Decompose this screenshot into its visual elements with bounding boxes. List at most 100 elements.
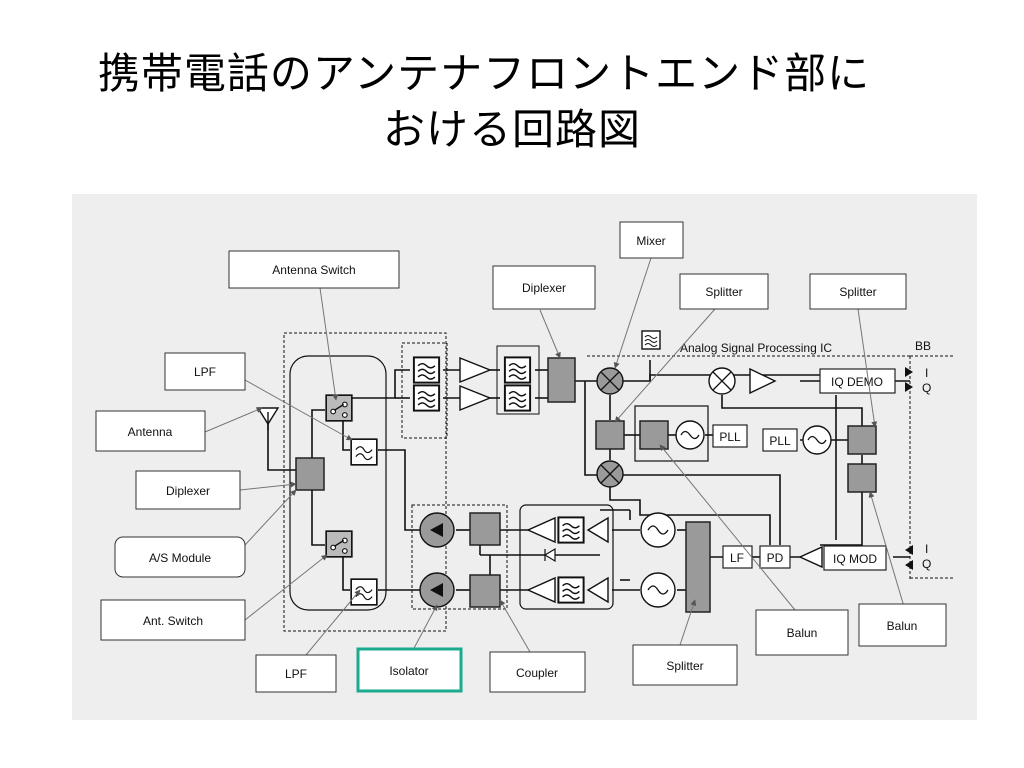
lpf-symbol-bottom bbox=[350, 578, 378, 606]
callout-balun-mid: Balun bbox=[787, 626, 818, 640]
bb-label: BB bbox=[915, 339, 931, 353]
callout-diplexer-top: Diplexer bbox=[522, 281, 566, 295]
callout-box-splitter-right bbox=[809, 273, 907, 310]
splitter-block-mid bbox=[595, 420, 625, 450]
callout-splitter-mid: Splitter bbox=[705, 285, 742, 299]
callout-box-balun-mid bbox=[755, 609, 849, 656]
callout-box-antenna-switch bbox=[228, 250, 400, 289]
callout-box-isolator bbox=[356, 647, 463, 693]
callout-box-balun-right bbox=[858, 603, 947, 647]
callout-box-diplexer-left bbox=[135, 470, 241, 510]
pll-block-right bbox=[762, 428, 798, 452]
front-end-module-frame bbox=[283, 332, 447, 632]
q-label-top: Q bbox=[922, 381, 931, 395]
splitter-block-right bbox=[847, 425, 877, 455]
oscillator-symbol-1 bbox=[640, 512, 676, 548]
antenna-symbol bbox=[256, 407, 280, 430]
callout-leaders bbox=[204, 257, 906, 656]
pa-module-frame bbox=[519, 504, 614, 610]
if-filter bbox=[641, 330, 661, 350]
mixer-symbol-demod bbox=[708, 367, 736, 395]
mixer-symbol-top bbox=[596, 367, 624, 395]
tx-filter-2 bbox=[557, 576, 585, 604]
iq-demo-block bbox=[819, 368, 896, 394]
isolator-symbol-bottom bbox=[419, 572, 455, 608]
pll-label-right: PLL bbox=[769, 434, 791, 448]
callout-box-diplexer-top bbox=[492, 265, 596, 310]
antenna-switch-symbol-bottom bbox=[325, 530, 353, 558]
antenna-switch-module-frame bbox=[289, 355, 387, 611]
tx-filter-1 bbox=[557, 516, 585, 544]
q-label-bottom: Q bbox=[922, 557, 931, 571]
lna-2 bbox=[459, 384, 492, 412]
callout-box-as-module bbox=[114, 536, 246, 578]
tx-if-amp bbox=[798, 545, 823, 569]
rx-filter-1 bbox=[412, 356, 441, 384]
coupler-block-top bbox=[469, 512, 501, 546]
page-title-line-2: おける回路図 bbox=[382, 105, 641, 154]
callout-coupler: Coupler bbox=[516, 666, 558, 680]
diplexer-block-top bbox=[547, 357, 576, 403]
callout-box-lpf-top bbox=[164, 352, 246, 391]
pll-group-frame bbox=[634, 405, 709, 462]
pll-block-left bbox=[712, 424, 748, 448]
callout-box-ant-switch bbox=[100, 599, 246, 641]
oscillator-symbol-2 bbox=[640, 572, 676, 608]
balun-block-right bbox=[847, 463, 877, 493]
oscillator-symbol-4 bbox=[802, 425, 832, 455]
lna-1 bbox=[459, 356, 492, 384]
baseband-arrows bbox=[905, 367, 913, 570]
driver-amp-1 bbox=[586, 516, 609, 544]
callout-box-lpf-bottom bbox=[255, 654, 337, 693]
ic-label: Analog Signal Processing IC bbox=[680, 341, 832, 355]
rx-filter-3 bbox=[503, 356, 532, 384]
if-amp bbox=[749, 367, 777, 395]
pa-amp-2 bbox=[526, 576, 556, 604]
callout-as-module: A/S Module bbox=[149, 551, 211, 565]
oscillator-symbol-3 bbox=[675, 420, 705, 450]
page-title-line-1: 携帯電話のアンテナフロントエンド部に bbox=[97, 49, 871, 98]
callout-box-mixer bbox=[619, 221, 684, 259]
rx-filter-frame-2 bbox=[496, 345, 540, 415]
detector-diode bbox=[543, 547, 556, 563]
callout-balun-right: Balun bbox=[887, 619, 918, 633]
pa-amp-1 bbox=[526, 516, 556, 544]
callout-lpf-bottom: LPF bbox=[285, 667, 307, 681]
diplexer-block-left bbox=[295, 457, 325, 491]
i-label-bottom: I bbox=[925, 542, 928, 556]
callout-antenna-switch: Antenna Switch bbox=[272, 263, 355, 277]
coupler-block-bottom bbox=[469, 574, 501, 608]
rx-filter-frame bbox=[401, 342, 448, 439]
wiring bbox=[267, 360, 910, 591]
callout-box-antenna bbox=[95, 410, 206, 452]
callout-splitter-right: Splitter bbox=[839, 285, 876, 299]
antenna-switch-symbol-top bbox=[325, 394, 353, 422]
driver-amp-2 bbox=[586, 576, 609, 604]
callout-lpf-top: LPF bbox=[194, 365, 216, 379]
pd-block bbox=[759, 545, 791, 569]
callout-diplexer-left: Diplexer bbox=[166, 484, 210, 498]
callout-ant-switch: Ant. Switch bbox=[143, 614, 203, 628]
pd-label: PD bbox=[767, 551, 784, 565]
i-label-top: I bbox=[925, 366, 928, 380]
callout-splitter-bottom: Splitter bbox=[666, 659, 703, 673]
splitter-block-pll bbox=[639, 420, 669, 450]
rx-filter-2 bbox=[412, 384, 441, 412]
tx-isolator-frame bbox=[411, 504, 508, 610]
callout-box-splitter-mid bbox=[679, 273, 769, 310]
splitter-block-bottom bbox=[685, 521, 711, 613]
callout-box-coupler bbox=[489, 651, 586, 693]
callout-mixer: Mixer bbox=[636, 234, 665, 248]
iq-mod-block bbox=[823, 545, 887, 571]
iq-demo-label: IQ DEMO bbox=[831, 375, 883, 389]
rx-filter-4 bbox=[503, 384, 532, 412]
callout-antenna: Antenna bbox=[128, 425, 173, 439]
callout-box-splitter-bottom bbox=[632, 644, 738, 686]
isolator-symbol-top bbox=[419, 512, 455, 548]
lf-label: LF bbox=[730, 551, 744, 565]
mixer-symbol-bottom bbox=[596, 460, 624, 488]
callout-isolator: Isolator bbox=[389, 664, 428, 678]
iq-mod-label: IQ MOD bbox=[833, 552, 877, 566]
pll-label-left: PLL bbox=[719, 430, 741, 444]
